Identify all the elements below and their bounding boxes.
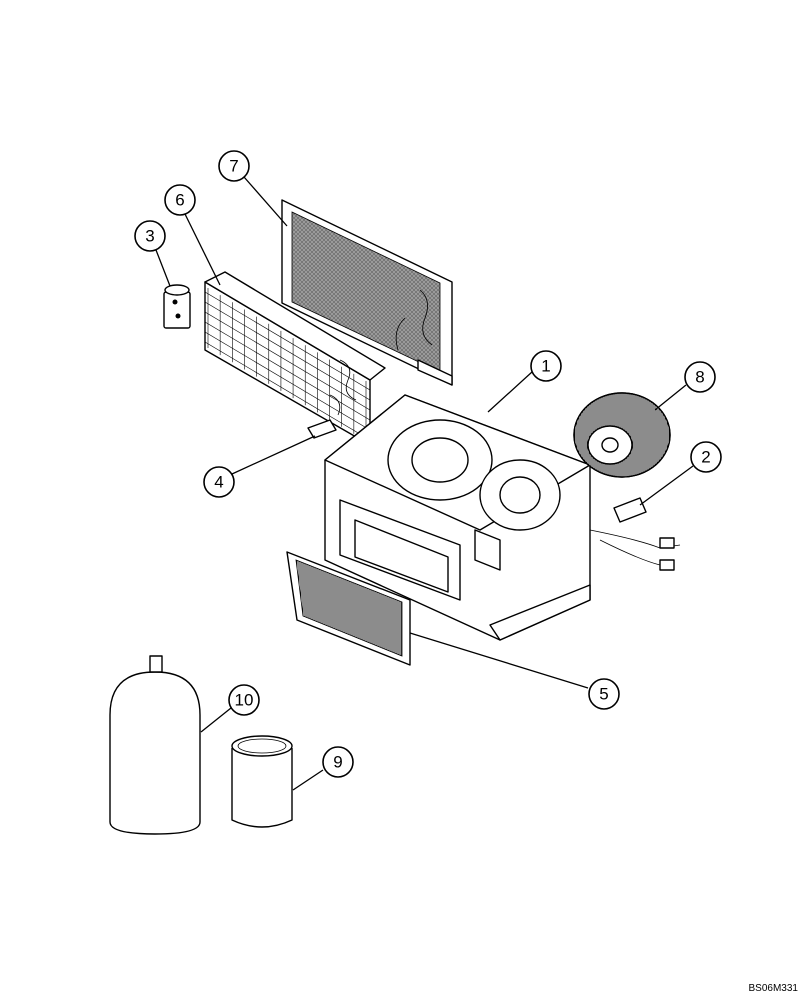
leader-6	[183, 211, 221, 286]
coil-tube	[204, 331, 371, 431]
leader-2	[639, 465, 694, 506]
callout-1-label: 1	[541, 357, 550, 376]
coil-tube	[204, 311, 371, 411]
callout-10-label: 10	[235, 691, 254, 710]
callout-8: 8	[684, 361, 716, 393]
leader-1	[487, 371, 533, 413]
leader-3	[155, 249, 171, 287]
evaporator-coil-part	[204, 271, 386, 446]
callout-2: 2	[690, 441, 722, 473]
callout-3-label: 3	[145, 227, 154, 246]
expansion-valve-part	[163, 284, 191, 329]
heater-core-part	[281, 199, 453, 386]
drawing-code: BS06M331	[748, 983, 798, 994]
callout-9: 9	[322, 746, 354, 778]
coil-tube	[204, 321, 371, 421]
callout-4-label: 4	[214, 473, 223, 492]
leader-5	[409, 632, 589, 689]
blower-wheel-part	[573, 392, 671, 478]
callout-2-label: 2	[701, 448, 710, 467]
filter-grille-part	[286, 551, 411, 666]
receiver-drier-part	[109, 655, 201, 835]
leader-7	[243, 176, 288, 227]
leader-8	[654, 384, 687, 411]
coil-tube	[204, 341, 371, 441]
filter-can-part	[231, 735, 293, 828]
callout-8-label: 8	[695, 368, 704, 387]
resistor-part	[589, 497, 681, 571]
leader-9	[292, 769, 324, 791]
callout-6-label: 6	[175, 191, 184, 210]
coil-tube	[204, 301, 371, 401]
callout-6: 6	[164, 184, 196, 216]
blower-housing-part	[324, 394, 591, 641]
callout-7: 7	[218, 150, 250, 182]
coil-tube	[204, 291, 371, 391]
callout-4: 4	[203, 466, 235, 498]
leader-10	[200, 707, 232, 733]
callout-9-label: 9	[333, 753, 342, 772]
callout-3: 3	[134, 220, 166, 252]
callout-5-label: 5	[599, 685, 608, 704]
callout-1: 1	[530, 350, 562, 382]
leader-lines	[155, 176, 694, 791]
leader-4	[231, 435, 316, 475]
callout-10: 10	[228, 684, 260, 716]
callout-7-label: 7	[229, 157, 238, 176]
callout-5: 5	[588, 678, 620, 710]
